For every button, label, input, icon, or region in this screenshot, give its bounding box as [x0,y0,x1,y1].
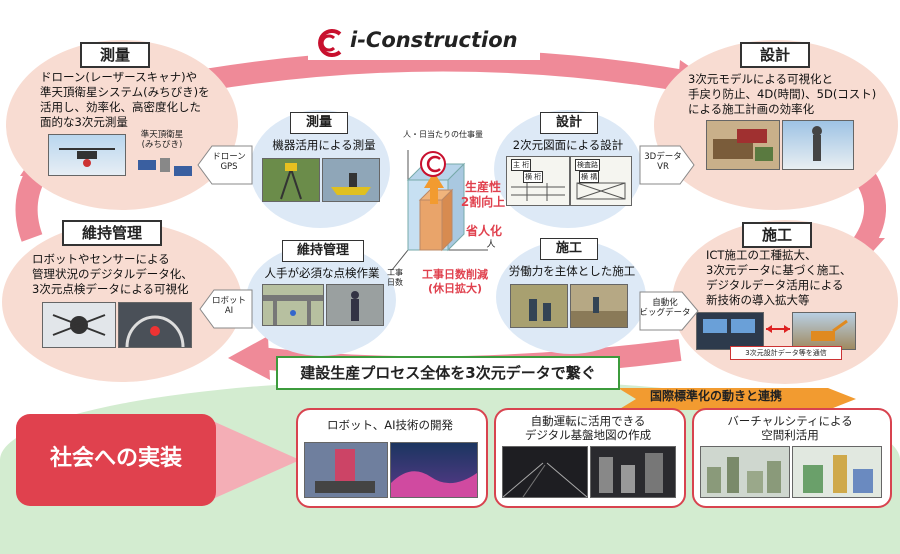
panel-digital-map-title: 自動運転に活用できるデジタル基盤地図の作成 [524,414,652,442]
inner-construction-desc: 労働力を主体とした施工 [508,264,636,278]
manual-work-photo [510,284,568,328]
robot-photo [304,442,388,498]
outer-survey-desc: ドローン(レーザースキャナ)や準天頂衛星システム(みちびき)を 活用し、効率化、… [40,70,210,129]
drawing-photo-1: 主 桁 横 桁 [506,156,570,206]
productivity-box-diagram [391,150,488,271]
arrow-survey-to-design [203,49,692,93]
inner-design-title: 設計 [540,112,598,134]
outer-survey-title: 測量 [80,42,150,68]
tunnel-inspection-photo [118,302,192,348]
arrow-tag-robot-ai-shape [199,289,253,329]
outer-design-desc: 3次元モデルによる可視化と手戻り防止、4D(時間)、5D(コスト)による施工計画… [688,72,877,116]
communication-arrow-icon [766,325,790,333]
virtual-city-photo-1 [700,446,790,498]
outer-construction-title: 施工 [742,222,812,248]
intl-arrow-shape [618,388,856,410]
inner-maintenance-desc: 人手が必須な点検作業 [264,266,380,280]
inner-survey-title: 測量 [290,112,348,134]
excavator-photo [792,312,856,350]
center-logo-icon [420,151,446,177]
society-label: 社会への実装 [49,446,182,471]
arrow-tag-3d-vr-shape [639,145,695,185]
arrow-tag-drone-gps-shape [197,145,253,185]
drawing-photo-2: 検査路 横 構 [570,156,632,206]
person-axis-label: 人 [486,240,496,250]
satellite-label: 準天頂衛星(みちびき) [140,130,184,150]
outer-construction-desc: ICT施工の工種拡大、3次元データに基づく施工、 デジタルデータ活用による新技術… [706,248,852,307]
design-vr-photo [782,120,854,170]
panel-robot-ai-title: ロボット、AI技術の開発 [326,418,454,432]
society-arrow-shape [16,414,300,506]
satellite-icon [138,158,192,176]
design-3d-model-photo [706,120,780,170]
inner-maintenance-title: 維持管理 [282,240,364,262]
productivity-up-arrow [424,172,444,204]
inner-construction-title: 施工 [540,238,598,260]
drone-photo [48,134,126,176]
bridge-inspection-photo [262,284,324,326]
point-cloud-city-photo [590,446,676,498]
inner-survey-desc: 機器活用による測量 [272,138,376,152]
banner: 建設生産プロセス全体を3次元データで繋ぐ [276,356,620,390]
intl-label: 国際標準化の動きと連携 [650,389,783,403]
logo-text: i-Construction [350,28,518,52]
panel-virtual-city-title: バーチャルシティによる空間利活用 [727,414,853,442]
outer-maintenance-title: 維持管理 [62,220,162,246]
logo: i-Construction [308,26,540,60]
tunnel-worker-photo [326,284,384,326]
arrow-tag-auto-bigdata-shape [639,291,699,331]
outer-maintenance-desc: ロボットやセンサーによる管理状況のデジタルデータ化、3次元点検データによる可視化 [32,252,193,296]
inner-design-desc: 2次元図面による設計 [512,138,624,152]
control-room-photo [696,312,764,350]
site-work-photo [570,284,628,328]
outer-design-title: 設計 [740,42,810,68]
point-cloud-road-photo [502,446,588,498]
outer-survey-bubble [6,40,238,210]
arrow-head-maintenance [228,336,270,380]
labor-saving-label: 省人化 [466,224,503,238]
construction-caption: 3次元設計データ等を通信 [730,346,842,360]
survey-boat-photo [322,158,380,202]
survey-instrument-photo [262,158,320,202]
virtual-city-photo-2 [792,446,882,498]
days-axis-label: 工事日数 [387,268,403,287]
center-ylabel: 人・日当たりの仕事量 [403,130,483,139]
ai-terrain-photo [390,442,478,498]
robot-drone-photo [42,302,116,348]
days-reduce-label: 工事日数削減(休日拡大) [422,268,488,295]
logo-mark-icon [318,29,342,57]
arrow-tag-auto-bigdata: 自動化ビッグデータ [639,298,691,318]
